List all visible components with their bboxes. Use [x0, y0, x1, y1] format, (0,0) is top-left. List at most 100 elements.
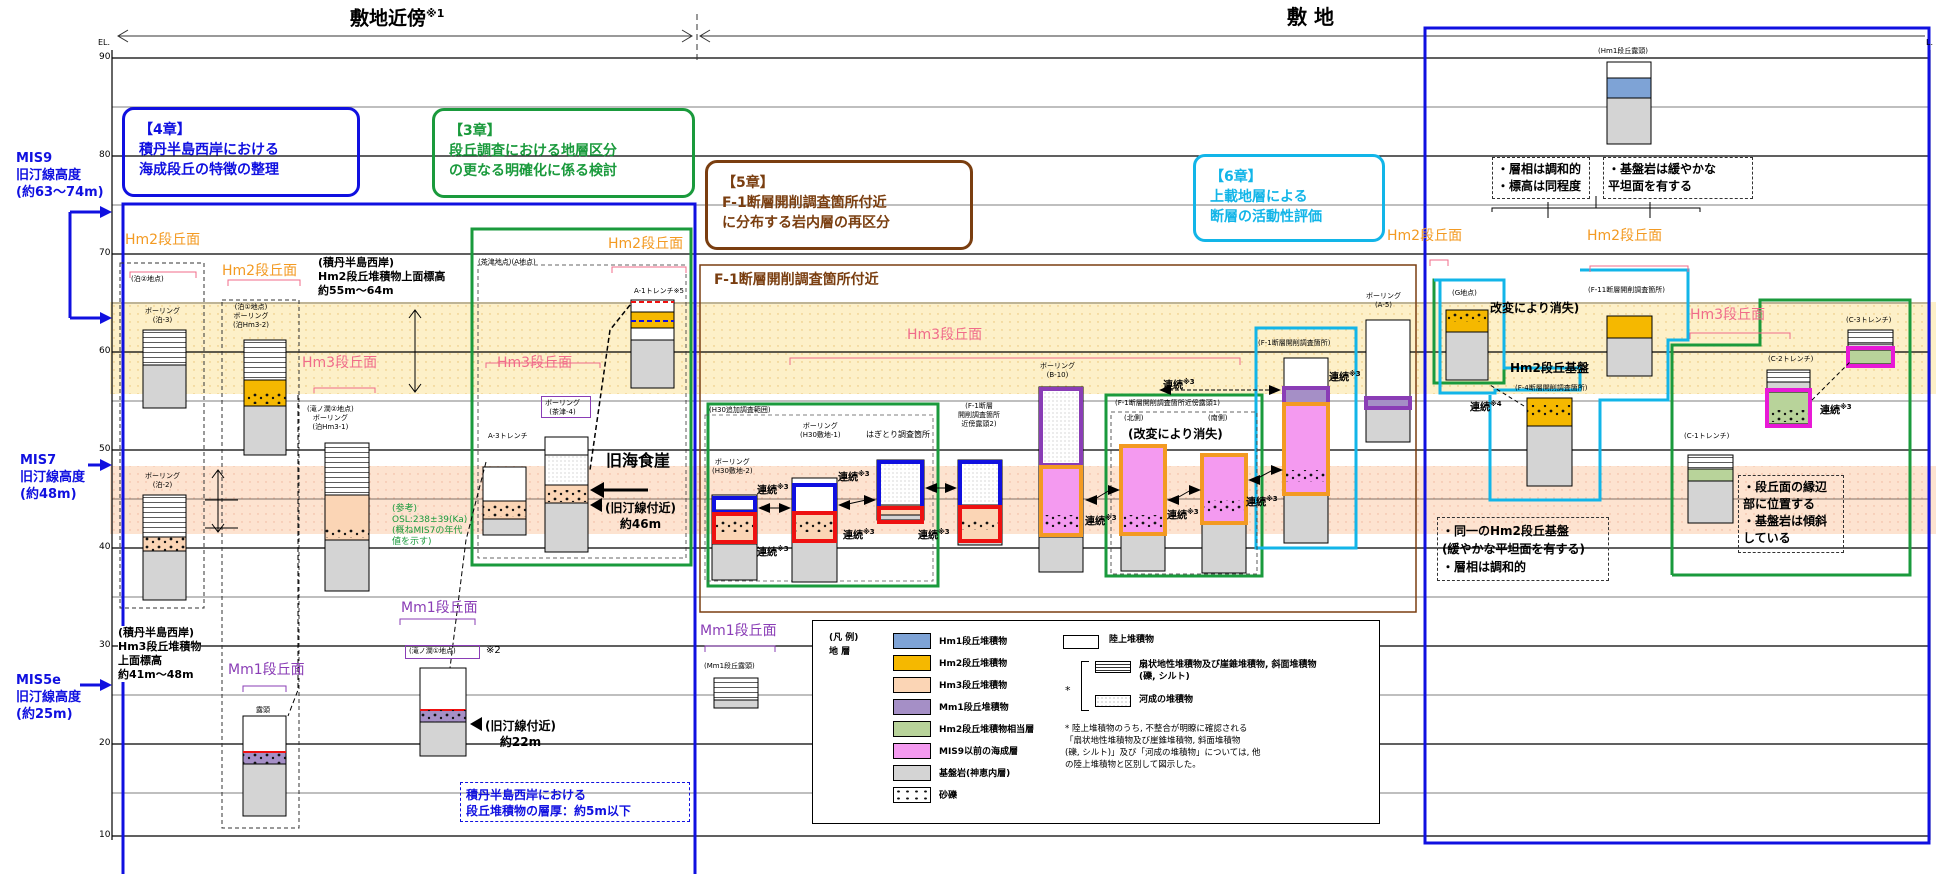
chapter6-box: 【6章】上載地層による断層の活動性評価 [1193, 154, 1385, 242]
legend-item: Mm1段丘堆積物 [893, 699, 1063, 715]
osl-reference-note: (参考)OSL:238±39(Ka)(概ねMIS7の年代値を示す) [392, 504, 468, 547]
site-note2: ※2 [486, 645, 501, 656]
site-f1-site: (F-1断層開削調査箇所) [1258, 339, 1331, 347]
legend-label: 基盤岩(神恵内層) [939, 769, 1011, 779]
site-tomari2: (泊②地点) [131, 275, 164, 283]
legend-label: Hm3段丘堆積物 [939, 681, 1008, 691]
legend-river-label: 河成の堆積物 [1139, 695, 1194, 705]
surface-hm3-b: Hm3段丘面 [497, 355, 573, 371]
surface-hm2-e: Hm2段丘面 [1587, 228, 1663, 244]
legend-item: Hm2段丘堆積物相当層 [893, 721, 1063, 737]
shoreline22-arrowhead [470, 717, 482, 731]
right-span-arrowhead [699, 29, 711, 43]
site-c2: (C-2トレンチ) [1768, 355, 1814, 363]
continuity-label: 連続※3 [1163, 378, 1195, 392]
lost-label-near1: (改変により消失) [1128, 427, 1223, 441]
surface-mm1-c: Mm1段丘面 [700, 623, 777, 639]
tick-80: 80 [99, 150, 111, 160]
h30-range-frame [706, 402, 940, 588]
continuity-label: 連続※3 [1246, 495, 1278, 509]
tick-90: 90 [99, 52, 111, 62]
site-boring-chatsu4: ボーリング(茶津-4) [541, 396, 591, 418]
legend-swatch [893, 765, 931, 781]
legend-label: Hm2段丘堆積物 [939, 659, 1008, 669]
mis7-elevation-band [110, 466, 1936, 534]
site-takinose2: (滝ノ澗②地点)ボーリング(泊Hm3-1) [307, 405, 354, 431]
tick-30: 30 [99, 640, 111, 650]
legend-title: (凡 例)地 層 [829, 633, 859, 657]
site-north: (北側) [1124, 414, 1144, 422]
site-g: (G地点) [1452, 289, 1477, 297]
surface-hm2-d: Hm2段丘面 [1387, 228, 1463, 244]
legend-item: Hm1段丘堆積物 [893, 633, 1063, 649]
continuity-label: 連続※3 [1329, 370, 1361, 384]
legend-swatch [893, 743, 931, 759]
legend-land-label: 陸上堆積物 [1109, 635, 1155, 645]
hm2-top-elevation-note: (積丹半島西岸)Hm2段丘堆積物上面標高約55m～64m [318, 256, 446, 297]
chapter4-region-frame [121, 202, 697, 874]
legend-asterisk: * [1065, 684, 1071, 697]
right-region-title: 敷 地 [1287, 5, 1334, 29]
correlation-highlights [712, 346, 1895, 544]
legend-label: Hm1段丘堆積物 [939, 637, 1008, 647]
legend-fan-label: 扇状地性堆積物及び崖錐堆積物, 斜面堆積物(礫, シルト) [1139, 660, 1317, 682]
chapter6-site-frame [1423, 26, 1931, 845]
legend-swatch [893, 633, 931, 649]
tick-60: 60 [99, 346, 111, 356]
legend-land-swatch [1063, 635, 1099, 649]
mis-arrows [68, 206, 112, 691]
legend-swatch [893, 787, 931, 803]
site-tomari1: (泊①地点)ボーリング(泊Hm3-2) [233, 303, 269, 329]
chatsu-dashed-frame [477, 264, 687, 559]
site-a3-trench: A-3トレンチ [488, 432, 528, 440]
site-h30-range: (H30追加調査範囲) [709, 406, 771, 414]
legend-item: Hm2段丘堆積物 [893, 655, 1063, 671]
lost-label-g: 改変により消失) [1490, 301, 1580, 315]
tick-20: 20 [99, 738, 111, 748]
chapter4-box: 【4章】積丹半島西岸における海成段丘の特徴の整理 [122, 107, 360, 197]
site-hm1-outcrop: (Hm1段丘露頭) [1598, 47, 1648, 55]
continuity-label: 連続※3 [757, 483, 789, 497]
site-b10: ボーリング(B-10) [1040, 362, 1075, 379]
bedrock-note-box: ・基盤岩は緩やかな平坦面を有する [1603, 157, 1753, 199]
surface-hm3-d: Hm3段丘面 [1690, 307, 1766, 323]
thickness-note-box: 積丹半島西岸における段丘堆積物の層厚：約5m以下 [460, 782, 690, 822]
surface-mm1-a: Mm1段丘面 [228, 662, 305, 678]
site-takinose1: (滝ノ澗①地点) [405, 645, 480, 659]
site-a5: ボーリング(A-5) [1366, 292, 1401, 309]
ch6-site-outline [1434, 278, 1582, 395]
legend-item: 砂礫 [893, 787, 1063, 803]
site-h30-2: ボーリング(H30敷地-2) [712, 458, 753, 475]
surface-brackets [129, 259, 1791, 393]
left-region-title: 敷地近傍※1 [350, 7, 445, 30]
legend-swatch [893, 655, 931, 671]
continuity-label: 連続※3 [1820, 403, 1852, 417]
tick-70: 70 [99, 248, 111, 258]
old-sea-cliff-label: 旧海食崖 [606, 451, 671, 470]
f1-area-title: F-1断層開削調査箇所付近 [714, 272, 879, 288]
edge-note-box: ・段丘面の縁辺部に位置する・基盤岩は傾斜している [1738, 475, 1844, 553]
hm2-base-label: Hm2段丘基盤 [1510, 361, 1589, 375]
legend-item: 基盤岩(神恵内層) [893, 765, 1063, 781]
site-c3: (C-3トレンチ) [1846, 316, 1892, 324]
surface-mm1-b: Mm1段丘面 [401, 600, 478, 616]
surface-hm3-c: Hm3段丘面 [907, 327, 983, 343]
continuity-label: 連続※3 [1167, 508, 1199, 522]
legend-swatch [893, 721, 931, 737]
chapter5-box: 【5章】F-1断層開削調査箇所付近に分布する岩内層の再区分 [705, 160, 973, 250]
legend-swatch [893, 699, 931, 715]
el-label-left: EL. [98, 38, 111, 47]
facies-note-box: ・層相は調和的・標高は同程度 [1492, 157, 1590, 199]
shoreline-46-label: (旧汀線付近)約46m [605, 501, 676, 531]
f1-area-frame [699, 264, 1417, 613]
legend-item: MIS9以前の海成層 [893, 743, 1063, 759]
site-c1: (C-1トレンチ) [1684, 432, 1730, 440]
tick-40: 40 [99, 542, 111, 552]
mis9-elevation-band [110, 302, 1936, 394]
chapter3-chatsu-frame [470, 227, 693, 567]
site-f4: (F-4断層開削調査箇所) [1515, 384, 1588, 392]
surface-hm2-c: Hm2段丘面 [608, 236, 684, 252]
site-roto: 露頭 [256, 706, 270, 714]
sea-cliff-arrowhead [590, 482, 604, 498]
